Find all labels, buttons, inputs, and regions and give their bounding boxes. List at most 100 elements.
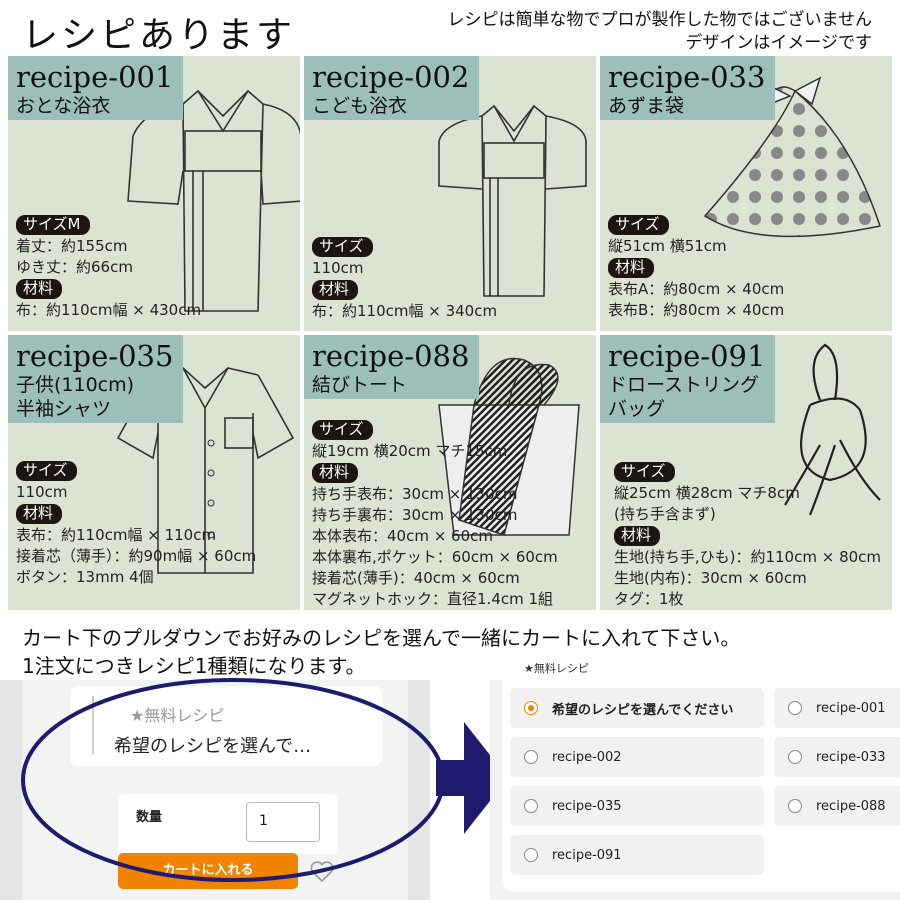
recipe-id: recipe-088 (312, 339, 470, 373)
size-badge: サイズ (312, 420, 373, 440)
recipe-name: ドローストリング (608, 374, 760, 396)
disclaimer-line-1: レシピは簡単な物でプロが製作した物ではございません (447, 10, 873, 30)
spec-line: 持ち手表布：30cm × 130cm (312, 485, 518, 503)
recipe-name: こども浴衣 (312, 95, 408, 117)
recipe-specs: サイズ 縦25cm 横28cm マチ8cm (持ち手含まず) 材料 生地(持ち手… (614, 461, 881, 610)
cart-screenshot: ★無料レシピ 希望のレシピを選んで… 数量 1 カートに入れる (0, 680, 430, 900)
material-badge: 材料 (312, 280, 359, 300)
recipe-specs: サイズ 110cm 材料 布：約110cm幅 × 340cm (312, 236, 497, 322)
radio-icon (788, 799, 802, 813)
recipe-header-091: recipe-091 ドローストリング バッグ (600, 335, 776, 423)
recipe-specs: サイズM 着丈：約155cm ゆき丈：約66cm 材料 布：約110cm幅 × … (16, 214, 201, 321)
option-recipe-035[interactable]: recipe-035 (510, 786, 764, 826)
spec-line: 縦51cm 横51cm (608, 237, 727, 255)
recipe-specs: サイズ 縦51cm 横51cm 材料 表布A：約80cm × 40cm 表布B：… (608, 214, 784, 321)
option-recipe-091[interactable]: recipe-091 (510, 835, 764, 875)
size-badge: サイズ (16, 461, 77, 481)
recipe-name: 結びトート (312, 374, 408, 396)
spec-line: (持ち手含まず) (614, 505, 716, 523)
spec-line: 接着芯(薄手)：40cm × 60cm (312, 569, 520, 587)
radio-icon (524, 750, 538, 764)
spec-line: 生地(内布)：30cm × 60cm (614, 569, 807, 587)
highlight-ellipse (21, 678, 445, 882)
material-badge: 材料 (16, 504, 63, 524)
recipe-header-001: recipe-001 おとな浴衣 (8, 56, 184, 120)
radio-icon (524, 848, 538, 862)
quantity-input[interactable]: 1 (246, 802, 320, 842)
option-recipe-033[interactable]: recipe-033 (774, 737, 900, 777)
recipe-options-panel: ★無料レシピ 希望のレシピを選んでください recipe-001 recipe-… (490, 662, 900, 900)
recipe-card-002: recipe-002 こども浴衣 サイズ 110cm 材料 布：約110cm幅 … (304, 56, 596, 331)
select-value: 希望のレシピを選んで… (114, 736, 312, 757)
recipe-header-088: recipe-088 結びトート (304, 335, 480, 399)
option-default[interactable]: 希望のレシピを選んでください (510, 688, 764, 728)
recipe-card-091: recipe-091 ドローストリング バッグ サイズ 縦25cm 横28cm … (600, 335, 892, 610)
options-title: ★無料レシピ (524, 662, 589, 675)
recipe-header-002: recipe-002 こども浴衣 (304, 56, 480, 120)
radio-icon (524, 799, 538, 813)
material-badge: 材料 (312, 463, 359, 483)
spec-line: 着丈：約155cm (16, 237, 128, 255)
disclaimer-line-2: デザインはイメージです (685, 33, 872, 53)
knot-tote-illustration (438, 357, 580, 536)
size-badge: サイズ (614, 462, 675, 482)
spec-line: 縦19cm 横20cm マチ15cm (312, 442, 508, 460)
recipe-id: recipe-033 (608, 60, 766, 94)
recipe-name: 子供(110cm) (16, 374, 135, 396)
radio-selected-icon (524, 701, 538, 715)
recipe-id: recipe-091 (608, 339, 766, 373)
radio-icon (788, 750, 802, 764)
drawstring-bag-illustration (784, 343, 881, 516)
option-recipe-001[interactable]: recipe-001 (774, 688, 900, 728)
spec-line: 縦25cm 横28cm マチ8cm (614, 484, 800, 502)
recipe-specs: サイズ 縦19cm 横20cm マチ15cm 材料 持ち手表布：30cm × 1… (312, 419, 558, 610)
spec-line: ボタン：13mm 4個 (16, 568, 154, 586)
recipe-header-035: recipe-035 子供(110cm) 半袖シャツ (8, 335, 184, 423)
select-label: ★無料レシピ (130, 706, 225, 725)
size-badge: サイズM (16, 215, 90, 235)
spec-line: 本体表布：40cm × 60cm (312, 527, 493, 545)
recipe-card-033: recipe-033 あずま袋 サイズ 縦51cm 横51cm 材料 表布A：約… (600, 56, 892, 331)
option-recipe-088[interactable]: recipe-088 (774, 786, 900, 826)
spec-line: タグ：1枚 (614, 590, 684, 608)
recipe-name: あずま袋 (608, 95, 685, 117)
size-badge: サイズ (608, 215, 669, 235)
spec-line: 本体裏布,ポケット：60cm × 60cm (312, 548, 558, 566)
quantity-box: 数量 1 (118, 794, 338, 854)
option-recipe-002[interactable]: recipe-002 (510, 737, 764, 777)
recipe-select[interactable]: ★無料レシピ 希望のレシピを選んで… (70, 686, 382, 766)
recipe-card-088: recipe-088 結びトート サイズ 縦19cm 横20cm マチ15cm … (304, 335, 596, 610)
recipe-card-001: recipe-001 おとな浴衣 サイズM 着丈：約155cm ゆき丈：約66c… (8, 56, 300, 331)
material-badge: 材料 (608, 258, 655, 278)
recipe-id: recipe-002 (312, 60, 470, 94)
recipe-name-line-2: バッグ (608, 398, 666, 420)
radio-icon (788, 701, 802, 715)
recipe-grid: recipe-001 おとな浴衣 サイズM 着丈：約155cm ゆき丈：約66c… (8, 56, 892, 612)
instruction-line-2: 1注文につきレシピ1種類になります。 (22, 654, 366, 678)
spec-line: 110cm (312, 259, 364, 277)
spec-line: ゆき丈：約66cm (16, 258, 133, 276)
instruction-line-1: カート下のプルダウンでお好みのレシピを選んで一緒にカートに入れて下さい。 (22, 626, 741, 650)
spec-line: 布：約110cm幅 × 340cm (312, 302, 498, 320)
spec-line: 110cm (16, 483, 68, 501)
spec-line: 表布A：約80cm × 40cm (608, 280, 785, 298)
recipe-id: recipe-035 (16, 339, 174, 373)
spec-line: 生地(持ち手,ひも)：約110cm × 80cm (614, 548, 882, 566)
spec-line: 持ち手裏布：30cm × 130cm (312, 506, 518, 524)
recipe-header-033: recipe-033 あずま袋 (600, 56, 776, 120)
spec-line: 布：約110cm幅 × 430cm (16, 301, 202, 319)
quantity-label: 数量 (136, 810, 163, 825)
spec-line: 接着芯（薄手）：約90m幅 × 60cm (16, 547, 257, 565)
material-badge: 材料 (16, 279, 63, 299)
spec-line: マグネットホック：直径1.4cm 1組 (312, 590, 554, 608)
recipe-name-line-2: 半袖シャツ (16, 398, 112, 420)
recipe-name: おとな浴衣 (16, 95, 111, 117)
arrow-right-icon (436, 722, 508, 834)
size-badge: サイズ (312, 237, 373, 257)
page-title: レシピあります (22, 15, 296, 56)
recipe-id: recipe-001 (16, 60, 174, 94)
recipe-specs: サイズ 110cm 材料 表布：約110cm幅 × 110cm 接着芯（薄手）：… (16, 460, 256, 588)
material-badge: 材料 (614, 526, 661, 546)
spec-line: 表布：約110cm幅 × 110cm (16, 526, 217, 544)
recipe-card-035: recipe-035 子供(110cm) 半袖シャツ サイズ 110cm 材料 … (8, 335, 300, 610)
